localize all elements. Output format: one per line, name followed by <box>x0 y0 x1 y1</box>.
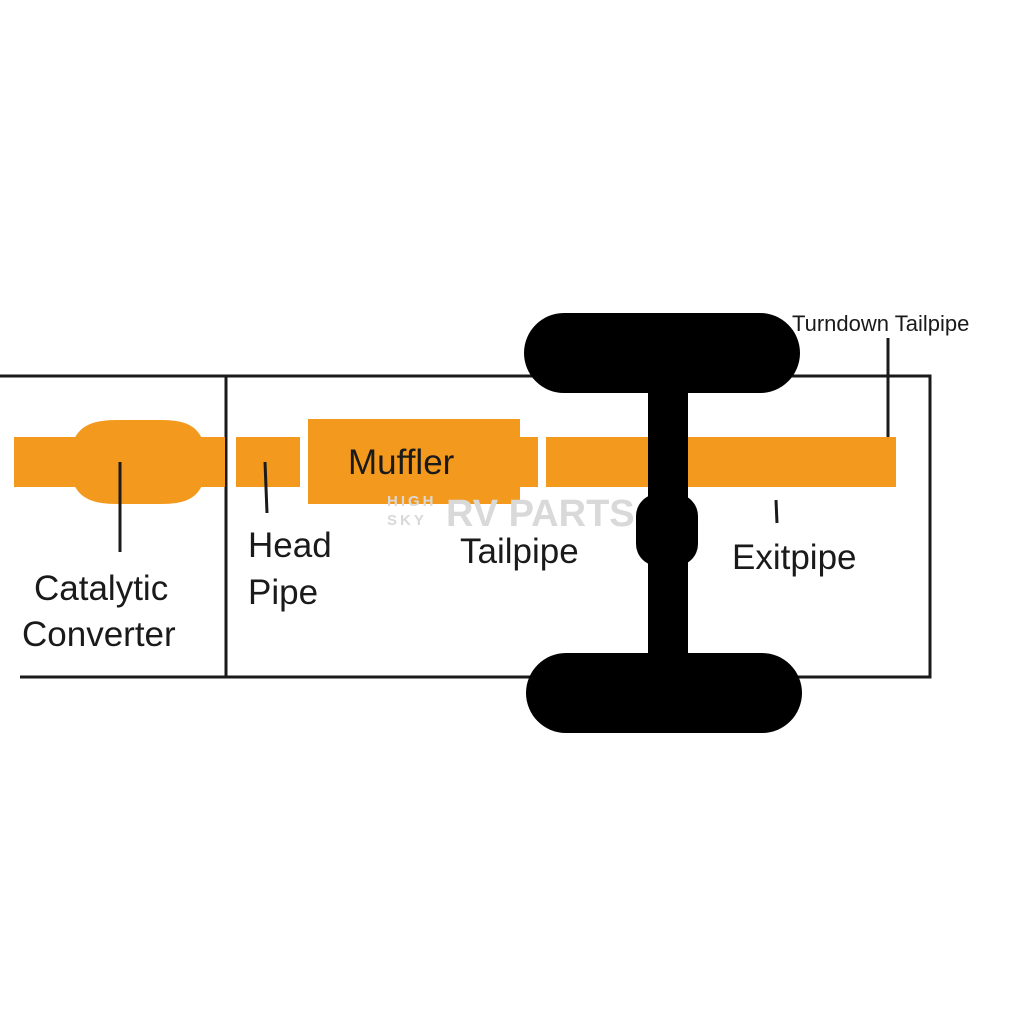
head-pipe-label-line2: Pipe <box>248 573 318 612</box>
turndown-tailpipe-label: Turndown Tailpipe <box>792 311 969 336</box>
differential <box>636 494 698 566</box>
exitpipe-leader-line <box>774 499 779 524</box>
top-wheel <box>524 313 800 393</box>
watermark-small-top: HIGH <box>387 493 437 510</box>
watermark-brand: RV PARTS <box>446 493 635 535</box>
watermark-small-bottom: SKY <box>387 512 427 529</box>
muffler-body <box>308 419 520 504</box>
catalytic-converter-body <box>70 420 206 504</box>
catalytic-converter-label-line1: Catalytic <box>34 569 168 608</box>
head-pipe-label-line1: Head <box>248 526 332 565</box>
muffler-label: Muffler <box>348 443 455 482</box>
tailpipe-label: Tailpipe <box>460 532 579 571</box>
tailpipe <box>546 437 656 487</box>
catalytic-converter-label-line2: Converter <box>22 615 176 654</box>
exitpipe <box>686 437 896 487</box>
rear-axle-assembly <box>524 313 802 733</box>
leader-lines <box>118 338 890 552</box>
front-frame-section <box>0 374 228 679</box>
cat-outlet-pipe <box>196 437 225 487</box>
exitpipe-label: Exitpipe <box>732 538 857 577</box>
bottom-wheel <box>526 653 802 733</box>
head-pipe <box>236 437 300 487</box>
exhaust-pipes <box>14 419 896 504</box>
watermark-logo: HIGH SKY RV PARTS <box>387 493 635 535</box>
muffler-outlet <box>518 437 538 487</box>
head-pipe-leader-line <box>263 461 269 514</box>
